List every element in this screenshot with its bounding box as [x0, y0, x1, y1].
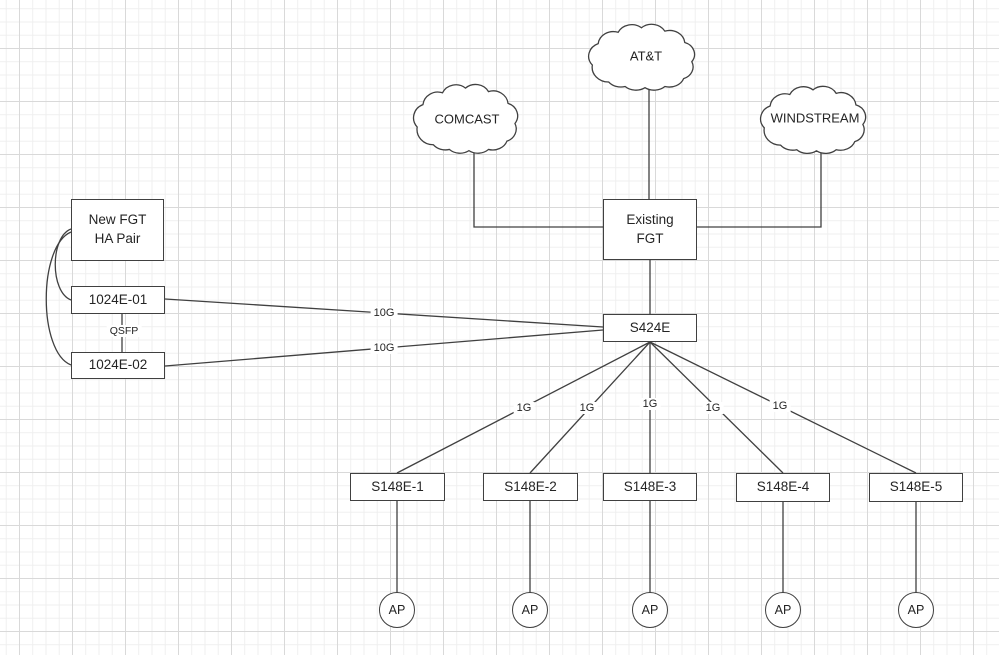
link-label-1g-3: 1G: [639, 398, 661, 410]
node-label: S148E-2: [504, 478, 557, 494]
ap-label: AP: [774, 603, 792, 617]
node-s148e-5[interactable]: S148E-5: [869, 473, 963, 502]
node-s148e-2[interactable]: S148E-2: [483, 473, 578, 501]
connector-windstream-to-existing-fgt: [697, 152, 822, 228]
node-s148e-4[interactable]: S148E-4: [736, 473, 830, 502]
node-label: S148E-4: [756, 479, 810, 495]
ap-label: AP: [641, 603, 659, 617]
cloud-shape-att[interactable]: [589, 24, 695, 90]
node-existing-fgt[interactable]: Existing FGT: [603, 199, 697, 260]
cloud-label-windstream: WINDSTREAM: [770, 110, 860, 126]
link-label-1g-1: 1G: [513, 402, 535, 414]
link-label-10g-2: 10G: [370, 342, 398, 354]
node-ap-1[interactable]: AP: [379, 592, 415, 628]
node-label: Existing: [626, 211, 674, 227]
connector-comcast-to-existing-fgt: [473, 150, 603, 228]
node-1024e-02[interactable]: 1024E-02: [71, 352, 165, 379]
node-s424e[interactable]: S424E: [603, 314, 697, 342]
node-label: S148E-5: [889, 479, 943, 495]
cloud-shape-comcast[interactable]: [414, 84, 518, 153]
node-ap-2[interactable]: AP: [512, 592, 548, 628]
ap-label: AP: [388, 603, 406, 617]
node-label: HA Pair: [94, 231, 141, 246]
node-new-fgt-ha-pair[interactable]: New FGT HA Pair: [71, 199, 164, 261]
cloud-label-comcast: COMCAST: [434, 111, 500, 127]
cloud-label-att: AT&T: [629, 48, 663, 64]
link-label-10g-1: 10G: [370, 307, 398, 319]
node-label: S148E-1: [371, 478, 424, 494]
cloud-shape-windstream[interactable]: [761, 86, 866, 153]
node-ap-3[interactable]: AP: [632, 592, 668, 628]
node-label: S424E: [629, 319, 671, 335]
node-label: FGT: [636, 230, 664, 246]
node-ap-4[interactable]: AP: [765, 592, 801, 628]
link-label-1g-5: 1G: [769, 400, 791, 412]
node-label: 1024E-01: [88, 291, 148, 307]
node-label: S148E-3: [623, 478, 677, 494]
node-s148e-1[interactable]: S148E-1: [350, 473, 445, 501]
link-label-1g-2: 1G: [576, 402, 598, 414]
connector-ha-pair-to-1024e-02: [45, 231, 72, 366]
ap-label: AP: [521, 603, 539, 617]
link-label-1g-4: 1G: [702, 402, 724, 414]
link-label-qsfp: QSFP: [106, 325, 142, 337]
node-ap-5[interactable]: AP: [898, 592, 934, 628]
node-label: 1024E-02: [88, 357, 148, 373]
node-s148e-3[interactable]: S148E-3: [603, 473, 697, 501]
node-1024e-01[interactable]: 1024E-01: [71, 286, 165, 314]
node-label: New FGT: [88, 212, 147, 228]
ap-label: AP: [907, 603, 925, 617]
connector-ha-pair-to-1024e-01: [54, 228, 72, 301]
